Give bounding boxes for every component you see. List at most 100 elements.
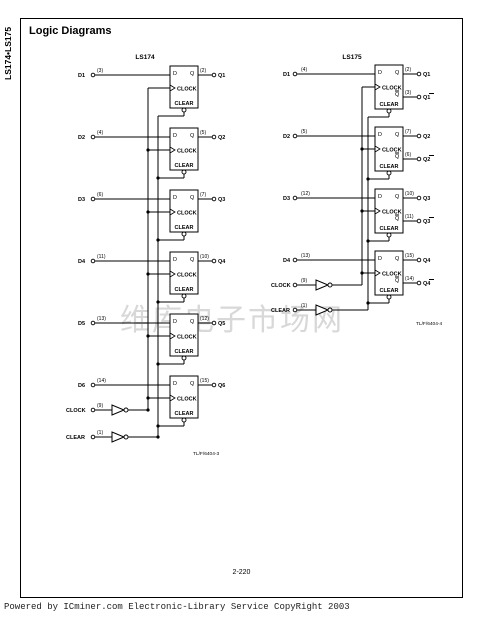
- inversion-bubble: [327, 307, 333, 313]
- ff-qbar-label: Q: [395, 154, 400, 160]
- qbar-pin-number: (3): [405, 90, 411, 96]
- ff-qbar-label: Q: [395, 92, 400, 98]
- q-pin-number: (2): [405, 67, 411, 73]
- ff-d-label: D: [173, 381, 177, 387]
- ff-q-label: Q: [190, 319, 195, 325]
- inversion-bubble: [181, 293, 187, 299]
- flipflop-box: [169, 251, 199, 295]
- terminal-circle: [211, 382, 217, 388]
- q-output-label: Q1: [218, 73, 225, 79]
- clock-triangle-icon: [374, 83, 381, 91]
- ff-q-label: Q: [190, 257, 195, 263]
- clock-label: CLOCK: [66, 408, 86, 414]
- d-pin-number: (3): [97, 68, 103, 74]
- ff-q-label: Q: [190, 381, 195, 387]
- ff-clear-label: CLEAR: [175, 225, 194, 231]
- clock-label: CLOCK: [271, 283, 291, 289]
- ff-clear-label: CLEAR: [175, 411, 194, 417]
- terminal-circle: [416, 133, 422, 139]
- ff-q-label: Q: [395, 194, 400, 200]
- clear-pin-number: (1): [97, 430, 103, 436]
- watermark-text: 维库电子市场网: [120, 303, 344, 338]
- terminal-circle: [90, 196, 96, 202]
- q-output-label: Q3: [423, 196, 430, 202]
- page-number: 2-220: [232, 569, 251, 576]
- qbar-pin-number: (11): [405, 214, 414, 220]
- ff-qbar-label: Q: [395, 278, 400, 284]
- clock-pin-number: (9): [301, 278, 307, 284]
- footer-copyright: Powered by ICminer.com Electronic-Librar…: [4, 602, 350, 612]
- ff-clear-label: CLEAR: [380, 288, 399, 294]
- inversion-bubble: [386, 232, 392, 238]
- terminal-circle: [292, 257, 298, 263]
- junction-dot: [146, 408, 150, 412]
- terminal-circle: [416, 257, 422, 263]
- d-pin-number: (11): [97, 254, 106, 260]
- ff-clock-label: CLOCK: [177, 211, 197, 217]
- ff-clear-label: CLEAR: [175, 349, 194, 355]
- inversion-bubble: [327, 282, 333, 288]
- ff-d-label: D: [378, 256, 382, 262]
- q-pin-number: (10): [405, 191, 414, 197]
- clock-triangle-icon: [374, 145, 381, 153]
- terminal-circle: [416, 195, 422, 201]
- q-pin-number: (15): [200, 378, 209, 384]
- inversion-bubble: [181, 107, 187, 113]
- terminal-circle: [292, 282, 298, 288]
- q-output-label: Q4: [423, 258, 431, 264]
- clock-buffer-icon: [111, 404, 126, 416]
- q-output-label: Q3: [218, 197, 225, 203]
- ff-clock-label: CLOCK: [177, 335, 197, 341]
- q-output-label: Q2: [218, 135, 225, 141]
- flipflop-box: [169, 65, 199, 109]
- inversion-bubble: [386, 170, 392, 176]
- ff-d-label: D: [173, 319, 177, 325]
- ff-qbar-label: Q: [395, 216, 400, 222]
- inversion-bubble: [386, 294, 392, 300]
- clock-triangle-icon: [374, 269, 381, 277]
- ff-d-label: D: [173, 257, 177, 263]
- terminal-circle: [90, 134, 96, 140]
- terminal-circle: [292, 71, 298, 77]
- ls174-ref-label: TL/F/6404-3: [193, 451, 219, 457]
- q-pin-number: (5): [200, 130, 206, 136]
- ff-d-label: D: [378, 194, 382, 200]
- clock-triangle-icon: [374, 207, 381, 215]
- q-output-label: Q6: [218, 383, 225, 389]
- clear-label: CLEAR: [66, 435, 85, 441]
- ff-clear-label: CLEAR: [380, 102, 399, 108]
- terminal-circle: [416, 71, 422, 77]
- ff-d-label: D: [378, 132, 382, 138]
- ff-q-label: Q: [395, 256, 400, 262]
- q-pin-number: (10): [200, 254, 209, 260]
- d-pin-number: (12): [301, 191, 310, 197]
- qbar-pin-number: (14): [405, 276, 414, 282]
- clear-buffer-icon: [111, 431, 126, 443]
- d-input-label: D2: [78, 135, 85, 141]
- q-pin-number: (7): [200, 192, 206, 198]
- terminal-circle: [211, 320, 217, 326]
- d-input-label: D6: [78, 383, 85, 389]
- d-input-label: D3: [78, 197, 85, 203]
- ff-clock-label: CLOCK: [382, 86, 402, 92]
- clock-triangle-icon: [169, 394, 176, 402]
- terminal-circle: [416, 156, 422, 162]
- q-output-label: Q1: [423, 72, 430, 78]
- terminal-circle: [90, 258, 96, 264]
- flipflop-box: [169, 313, 199, 357]
- ff-d-label: D: [378, 70, 382, 76]
- ff-clock-label: CLOCK: [382, 210, 402, 216]
- d-input-label: D3: [283, 196, 290, 202]
- clear-pin-number: (1): [301, 303, 307, 309]
- page-title: Logic Diagrams: [29, 25, 112, 37]
- d-pin-number: (13): [301, 253, 310, 259]
- inversion-bubble: [181, 355, 187, 361]
- d-input-label: D5: [78, 321, 85, 327]
- d-pin-number: (4): [97, 130, 103, 136]
- clock-triangle-icon: [169, 332, 176, 340]
- ff-clear-label: CLEAR: [175, 287, 194, 293]
- q-output-label: Q4: [218, 259, 226, 265]
- q-pin-number: (15): [405, 253, 414, 259]
- ff-clear-label: CLEAR: [380, 226, 399, 232]
- clear-label: CLEAR: [271, 308, 290, 314]
